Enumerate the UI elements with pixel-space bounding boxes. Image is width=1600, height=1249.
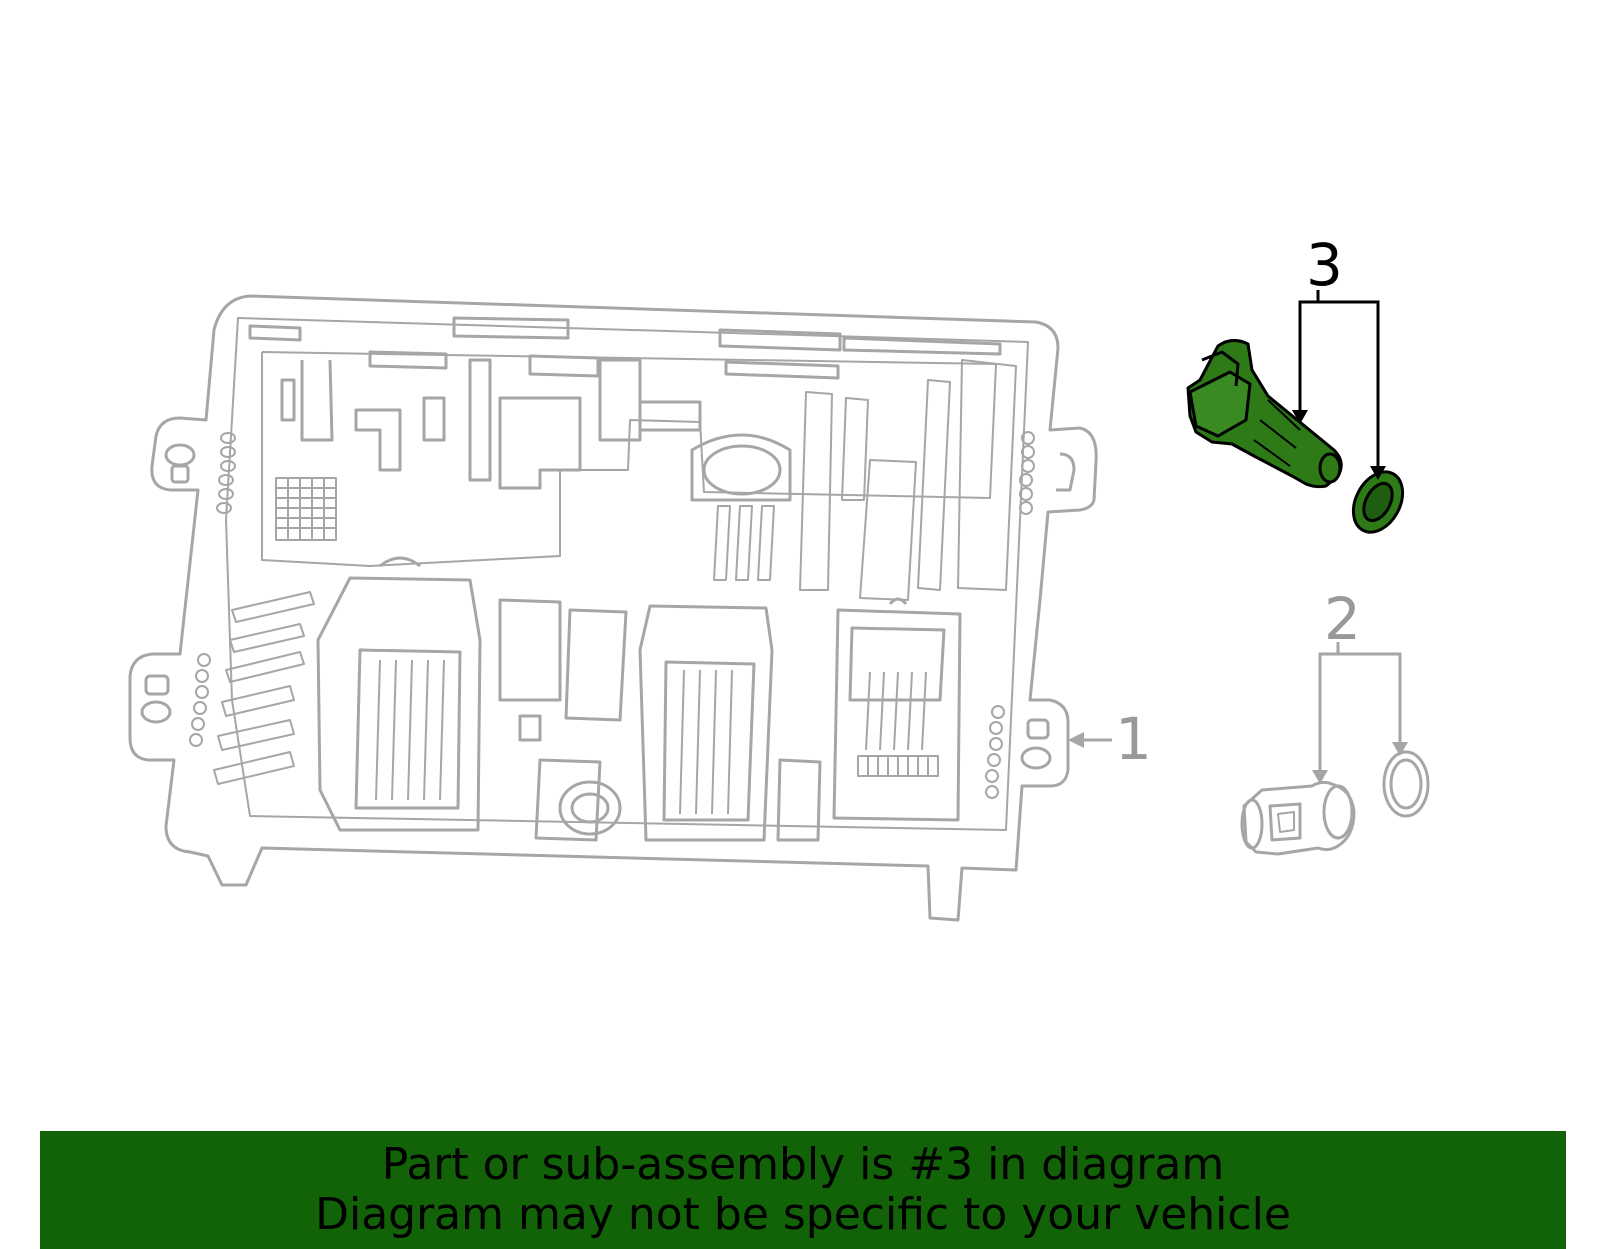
arrowheads-2 (1312, 742, 1408, 784)
sensor-part-2[interactable] (1240, 750, 1430, 856)
parts-diagram (128, 290, 1430, 922)
callout-number-2: 2 (1324, 585, 1361, 653)
sensor-part-3[interactable] (1186, 339, 1412, 540)
callout-number-1: 1 (1115, 705, 1152, 773)
control-module-part-1[interactable] (128, 294, 1098, 922)
banner-line-1: Part or sub-assembly is #3 in diagram (381, 1139, 1225, 1190)
info-banner: Part or sub-assembly is #3 in diagram Di… (40, 1131, 1566, 1249)
arrowheads-3 (1292, 410, 1386, 480)
callout-number-3: 3 (1306, 231, 1343, 299)
leader-line-1 (1068, 732, 1112, 748)
leader-lines-3 (1298, 290, 1380, 466)
leader-lines-2 (1318, 642, 1402, 770)
banner-line-2: Diagram may not be specific to your vehi… (315, 1189, 1291, 1240)
